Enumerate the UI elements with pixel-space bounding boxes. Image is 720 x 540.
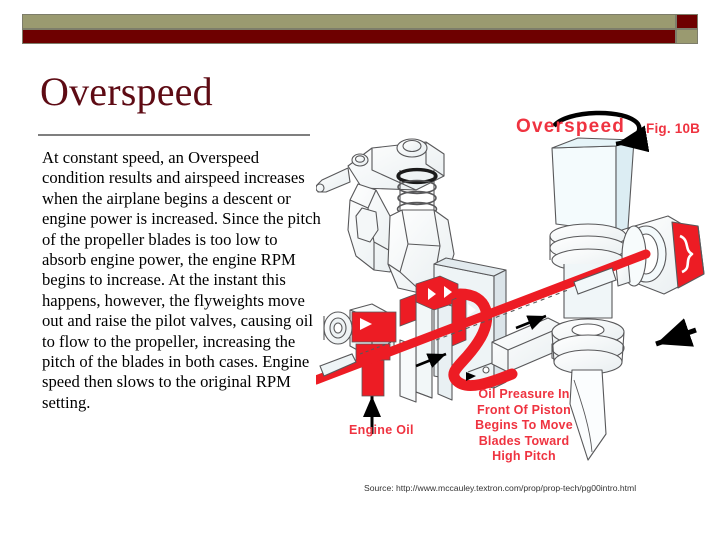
label-engine-oil: Engine Oil: [349, 423, 414, 437]
diagram-illustration: [316, 110, 705, 461]
label-oil-pressure-line-1: Oil Preasure In: [478, 387, 570, 401]
header-decorative-band: [22, 14, 698, 44]
figure-heading: Overspeed: [516, 116, 626, 137]
source-citation: Source: http://www.mccauley.textron.com/…: [364, 483, 637, 493]
header-band-olive-segment: [22, 14, 676, 29]
oil-pressure-rod: [316, 249, 651, 385]
body-paragraph: At constant speed, an Overspeed conditio…: [42, 148, 321, 412]
blade-rotation-arrow: [552, 110, 650, 153]
header-band-maroon-cap: [676, 14, 698, 29]
header-band-top-row: [22, 14, 698, 29]
motion-arrows: [552, 110, 697, 347]
label-oil-pressure-line-5: High Pitch: [492, 449, 556, 463]
label-oil-pressure-line-4: Blades Toward: [478, 433, 570, 448]
label-oil-pressure-line-2: Front Of Piston: [477, 402, 571, 417]
governor-overspeed-diagram: Overspeed Fig. 10B Engine Oil Oil Preasu…: [316, 104, 714, 484]
page-title: Overspeed: [40, 69, 213, 114]
label-oil-pressure-line-3: Begins To Move: [475, 418, 573, 432]
piston-direction-arrow: [655, 318, 697, 347]
header-band-maroon-segment: [22, 29, 676, 44]
label-oil-pressure: Oil Preasure In Front Of Piston Begins T…: [442, 387, 606, 465]
figure-number: Fig. 10B: [646, 121, 701, 136]
rod-sleeve: [319, 267, 617, 377]
governor-assembly-group: [316, 137, 705, 461]
oil-passage-red-paths: [316, 249, 651, 434]
header-band-bottom-row: [22, 29, 698, 44]
header-band-olive-cap: [676, 29, 698, 44]
title-divider-rule: [38, 134, 310, 136]
oil-transfer-hose: [448, 288, 518, 392]
